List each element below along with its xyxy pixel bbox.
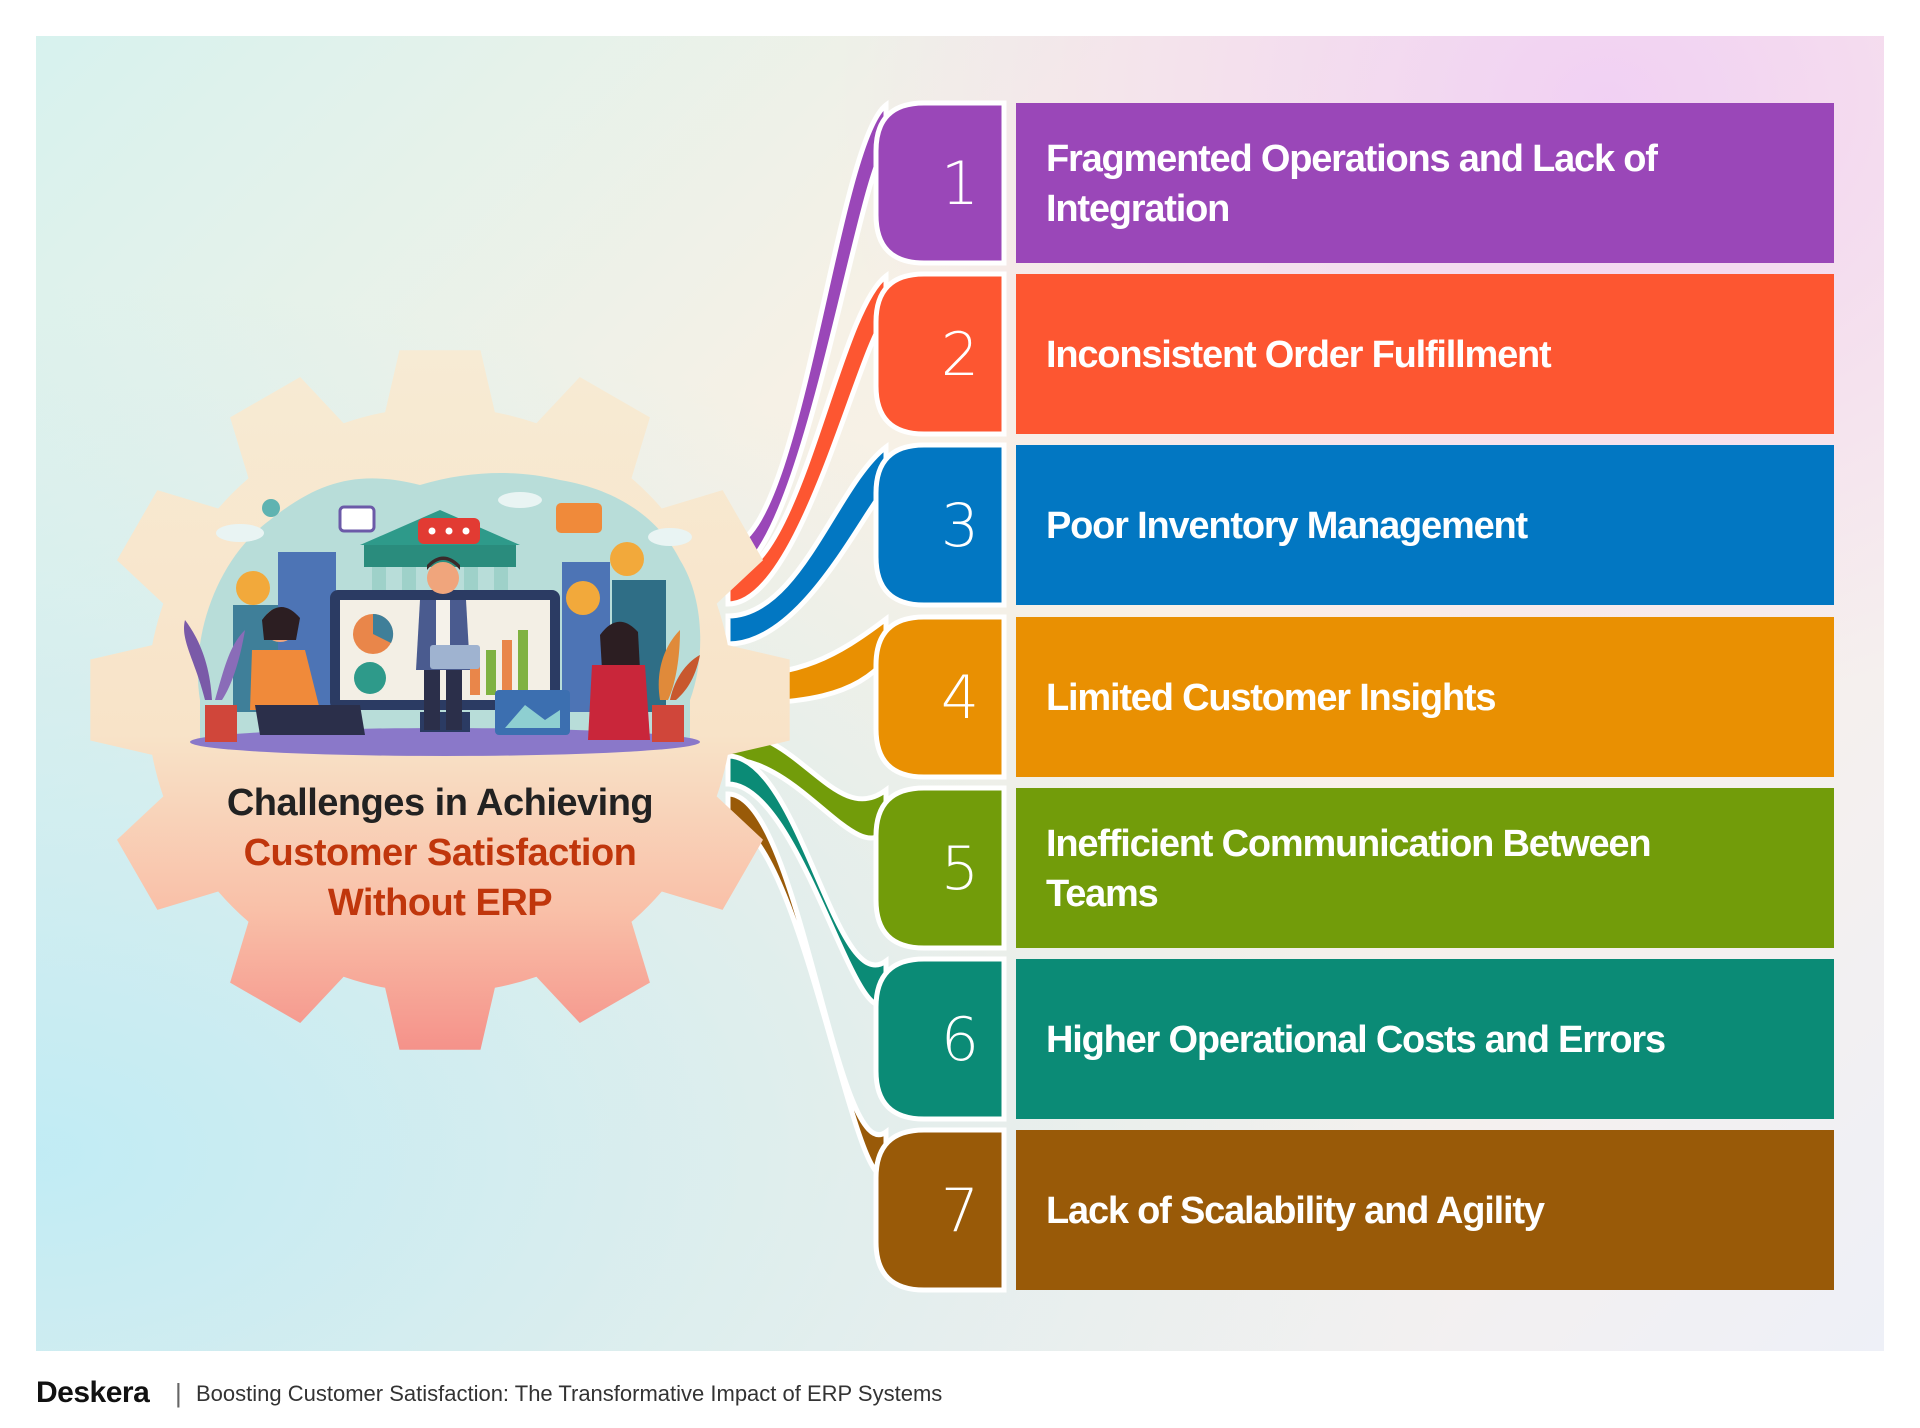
number-tab-1 (873, 100, 1007, 266)
item-label-7-line-1: Lack of Scalability and Agility (1046, 1190, 1545, 1232)
label-box-5 (1016, 788, 1834, 948)
item-label-5-line-1: Inefficient Communication Between (1046, 823, 1650, 865)
item-label-6-line-1: Higher Operational Costs and Errors (1046, 1019, 1665, 1061)
number-tab-6 (873, 956, 1007, 1122)
label-box-4 (1016, 617, 1834, 777)
label-box-7 (1016, 1130, 1834, 1290)
item-number-1: 1 (941, 149, 979, 219)
connector-ribbons (725, 99, 889, 1178)
label-box-1 (1016, 103, 1834, 263)
item-number-2: 2 (941, 320, 979, 390)
item-number-4: 4 (941, 663, 979, 733)
item-label-1-line-1: Fragmented Operations and Lack of (1046, 138, 1658, 180)
item-number-5: 5 (941, 834, 979, 904)
challenge-item-6: 6 Higher Operational Costs and Errors (873, 956, 1834, 1122)
number-tab-2 (873, 271, 1007, 437)
footer-separator: | (175, 1378, 182, 1408)
challenge-item-2: 2 Inconsistent Order Fulfillment (873, 271, 1834, 437)
item-label-5-line-2: Teams (1046, 873, 1158, 915)
item-number-3: 3 (941, 491, 979, 561)
number-tab-4 (873, 614, 1007, 780)
challenge-item-4: 4 Limited Customer Insights (873, 614, 1834, 780)
challenge-item-1: 1 Fragmented Operations and Lack of Integr… (873, 100, 1834, 266)
item-label-2-line-1: Inconsistent Order Fulfillment (1046, 334, 1552, 376)
item-number-7: 7 (941, 1176, 979, 1246)
challenge-item-3: 3 Poor Inventory Management (873, 442, 1834, 608)
footer-subtitle: Boosting Customer Satisfaction: The Tran… (196, 1381, 943, 1406)
item-label-1-line-2: Integration (1046, 188, 1229, 230)
title-line-1: Challenges in Achieving (227, 782, 653, 824)
title-line-3: Without ERP (328, 882, 552, 924)
deskera-logo: Deskera (36, 1376, 150, 1409)
item-number-6: 6 (941, 1005, 979, 1075)
title-line-2: Customer Satisfaction (244, 832, 637, 874)
number-tab-3 (873, 442, 1007, 608)
number-tab-7 (873, 1127, 1007, 1293)
label-box-3 (1016, 445, 1834, 605)
label-box-2 (1016, 274, 1834, 434)
challenge-list: 1 Fragmented Operations and Lack of Integr… (873, 100, 1834, 1293)
challenge-item-7: 7 Lack of Scalability and Agility (873, 1127, 1834, 1293)
business-team-illustration (184, 473, 701, 756)
item-label-3-line-1: Poor Inventory Management (1046, 505, 1529, 547)
label-box-6 (1016, 959, 1834, 1119)
number-tab-5 (873, 785, 1007, 951)
item-label-4-line-1: Limited Customer Insights (1046, 677, 1495, 719)
